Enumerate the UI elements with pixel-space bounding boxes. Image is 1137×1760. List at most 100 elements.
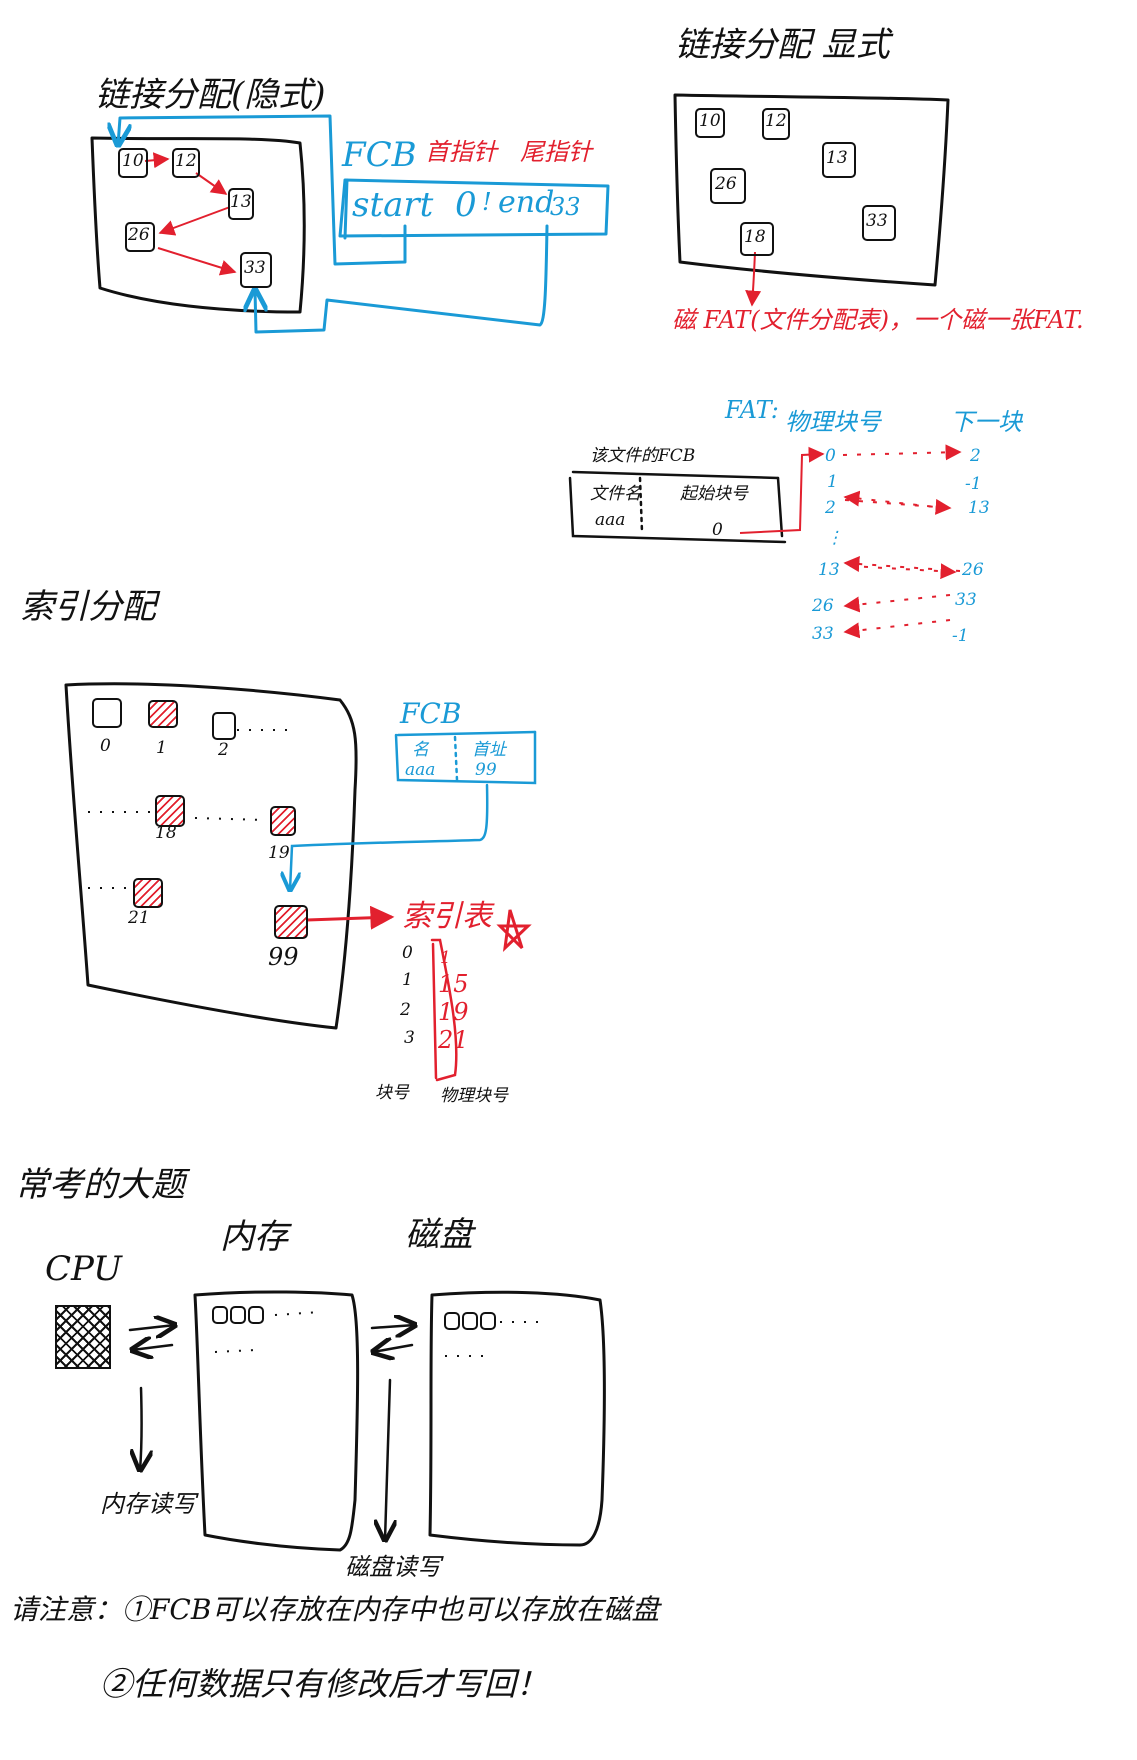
- s4-row-phys-2: 19: [438, 998, 469, 1026]
- s1-block-33-label: 33: [244, 258, 266, 278]
- s3-next-33: 33: [955, 590, 977, 610]
- s1-block-10-label: 10: [122, 151, 144, 171]
- s5-mem-cell-2: [248, 1306, 264, 1324]
- s4-block-19: [270, 806, 296, 836]
- s3-name-value: aaa: [595, 510, 626, 530]
- s2-fat-note: 磁 FAT(文件分配表)，一个磁一张FAT.: [672, 306, 1084, 334]
- s2-block-26: [710, 168, 746, 204]
- s4-block-0-label: 0: [100, 736, 111, 756]
- s1-disk-outline: [90, 136, 306, 314]
- s3-fcb-table-lines: [568, 470, 787, 544]
- s2-block-13: [822, 142, 856, 178]
- s3-col-next: 下一块: [950, 408, 1022, 436]
- s2-block-12-label: 12: [765, 111, 787, 131]
- s4-block-1-label: 1: [156, 738, 167, 758]
- s3-phys-1: 1: [827, 472, 838, 492]
- s3-fat-label: FAT:: [725, 396, 779, 424]
- s2-block-26-label: 26: [715, 174, 737, 194]
- s5-note-line1: 请注意：①FCB可以存放在内存中也可以存放在磁盘: [10, 1593, 660, 1626]
- s3-next-2: 2: [970, 446, 981, 466]
- s4-row-phys-0: 1: [440, 948, 451, 968]
- s1-end-field: end: [498, 185, 555, 220]
- s1-head-pointer-label: 首指针: [425, 138, 497, 166]
- s4-row-idx-2: 2: [400, 1000, 411, 1020]
- s1-block-10: [118, 148, 148, 178]
- s2-disk-outline: [673, 93, 950, 287]
- s2-block-33-label: 33: [866, 211, 888, 231]
- s4-block-2-label: 2: [218, 740, 229, 760]
- s1-block-26-label: 26: [128, 225, 150, 245]
- s1-block-26: [125, 222, 155, 252]
- s1-block-33: [240, 252, 272, 288]
- s5-disk-label: 磁盘: [405, 1215, 473, 1255]
- s3-col-start: 起始块号: [680, 484, 748, 504]
- s3-phys-26: 26: [812, 596, 834, 616]
- s3-col-phys: 物理块号: [785, 408, 881, 436]
- s4-block-18: [155, 795, 185, 827]
- s5-arrows: [130, 1325, 415, 1540]
- s4-block-21: [133, 878, 163, 908]
- s4-row-idx-0: 0: [402, 943, 413, 963]
- s4-fcb-lines: [290, 730, 537, 890]
- s2-block-18: [740, 222, 774, 256]
- s3-next-26: 26: [962, 560, 984, 580]
- s5-disk-cell-1: [462, 1312, 478, 1330]
- s3-fcb-to-fat-arrow: [739, 446, 825, 534]
- s2-fat-pointer: [745, 251, 762, 307]
- s3-phys-2: 2: [825, 498, 836, 518]
- s3-phys-ellipsis: ⋮: [826, 528, 843, 548]
- s1-end-value: 33: [550, 193, 581, 221]
- s4-fcb-addr: 首址: [472, 740, 506, 760]
- s4-block-18-label: 18: [155, 823, 177, 843]
- s4-index-table-label: 索引表: [402, 899, 492, 934]
- s4-block-0: [92, 698, 122, 728]
- s4-block-99-label: 99: [268, 943, 299, 971]
- s1-block-12-label: 12: [175, 151, 197, 171]
- s4-row-idx-3: 3: [404, 1028, 415, 1048]
- s4-col-phys: 物理块号: [440, 1086, 508, 1106]
- s5-note-line2: ②任何数据只有修改后才写回！: [100, 1665, 549, 1703]
- s4-disk-outline: [64, 682, 358, 1030]
- s4-index-table-lines: [430, 938, 458, 1082]
- s2-block-18-label: 18: [744, 227, 766, 247]
- s3-phys-0: 0: [825, 446, 836, 466]
- s4-star-icon: [496, 909, 532, 953]
- s3-next-neg1-b: -1: [952, 626, 969, 646]
- s3-fat-links: [842, 444, 962, 639]
- s2-title: 链接分配 显式: [675, 25, 890, 65]
- s4-fcb-label: FCB: [400, 697, 462, 730]
- s1-block-13-label: 13: [230, 192, 252, 212]
- s5-mem-rw-label: 内存读写: [100, 1490, 196, 1518]
- s1-fcb-pointers: [118, 114, 610, 334]
- s3-start-value: 0: [712, 520, 723, 540]
- s3-phys-33: 33: [812, 624, 834, 644]
- s5-memory-label: 内存: [220, 1217, 288, 1257]
- s5-cpu-chip-icon: [55, 1305, 111, 1369]
- s3-fcb-title: 该文件的FCB: [590, 446, 696, 466]
- s3-col-name: 文件名: [590, 484, 641, 504]
- s5-cpu-label: CPU: [45, 1249, 122, 1289]
- s4-row-phys-3: 21: [438, 1026, 469, 1054]
- s5-memory-outline: [193, 1290, 360, 1552]
- s1-fcb-label: FCB: [342, 135, 417, 175]
- s4-block-19-label: 19: [268, 843, 290, 863]
- s3-phys-13: 13: [818, 560, 840, 580]
- s1-block-12: [172, 148, 200, 178]
- s4-row-idx-1: 1: [402, 970, 413, 990]
- s4-col-logical: 块号: [375, 1083, 409, 1103]
- s4-dots: [88, 729, 290, 889]
- s5-disk-cell-2: [480, 1312, 496, 1330]
- s1-tail-pointer-label: 尾指针: [520, 138, 592, 166]
- s5-mem-cell-1: [230, 1306, 246, 1324]
- s5-title: 常考的大题: [15, 1165, 185, 1205]
- s1-start-field: start: [352, 185, 434, 225]
- s4-row-phys-1: 15: [438, 970, 469, 998]
- s1-separator: !: [482, 188, 492, 216]
- s1-start-value: 0: [455, 185, 477, 225]
- s3-next-neg1-a: -1: [965, 474, 982, 494]
- s2-block-10-label: 10: [699, 111, 721, 131]
- s5-disk-rw-label: 磁盘读写: [345, 1553, 441, 1581]
- s4-block-21-label: 21: [128, 908, 150, 928]
- s4-index-arrow: [306, 905, 395, 930]
- s2-block-10: [695, 108, 725, 138]
